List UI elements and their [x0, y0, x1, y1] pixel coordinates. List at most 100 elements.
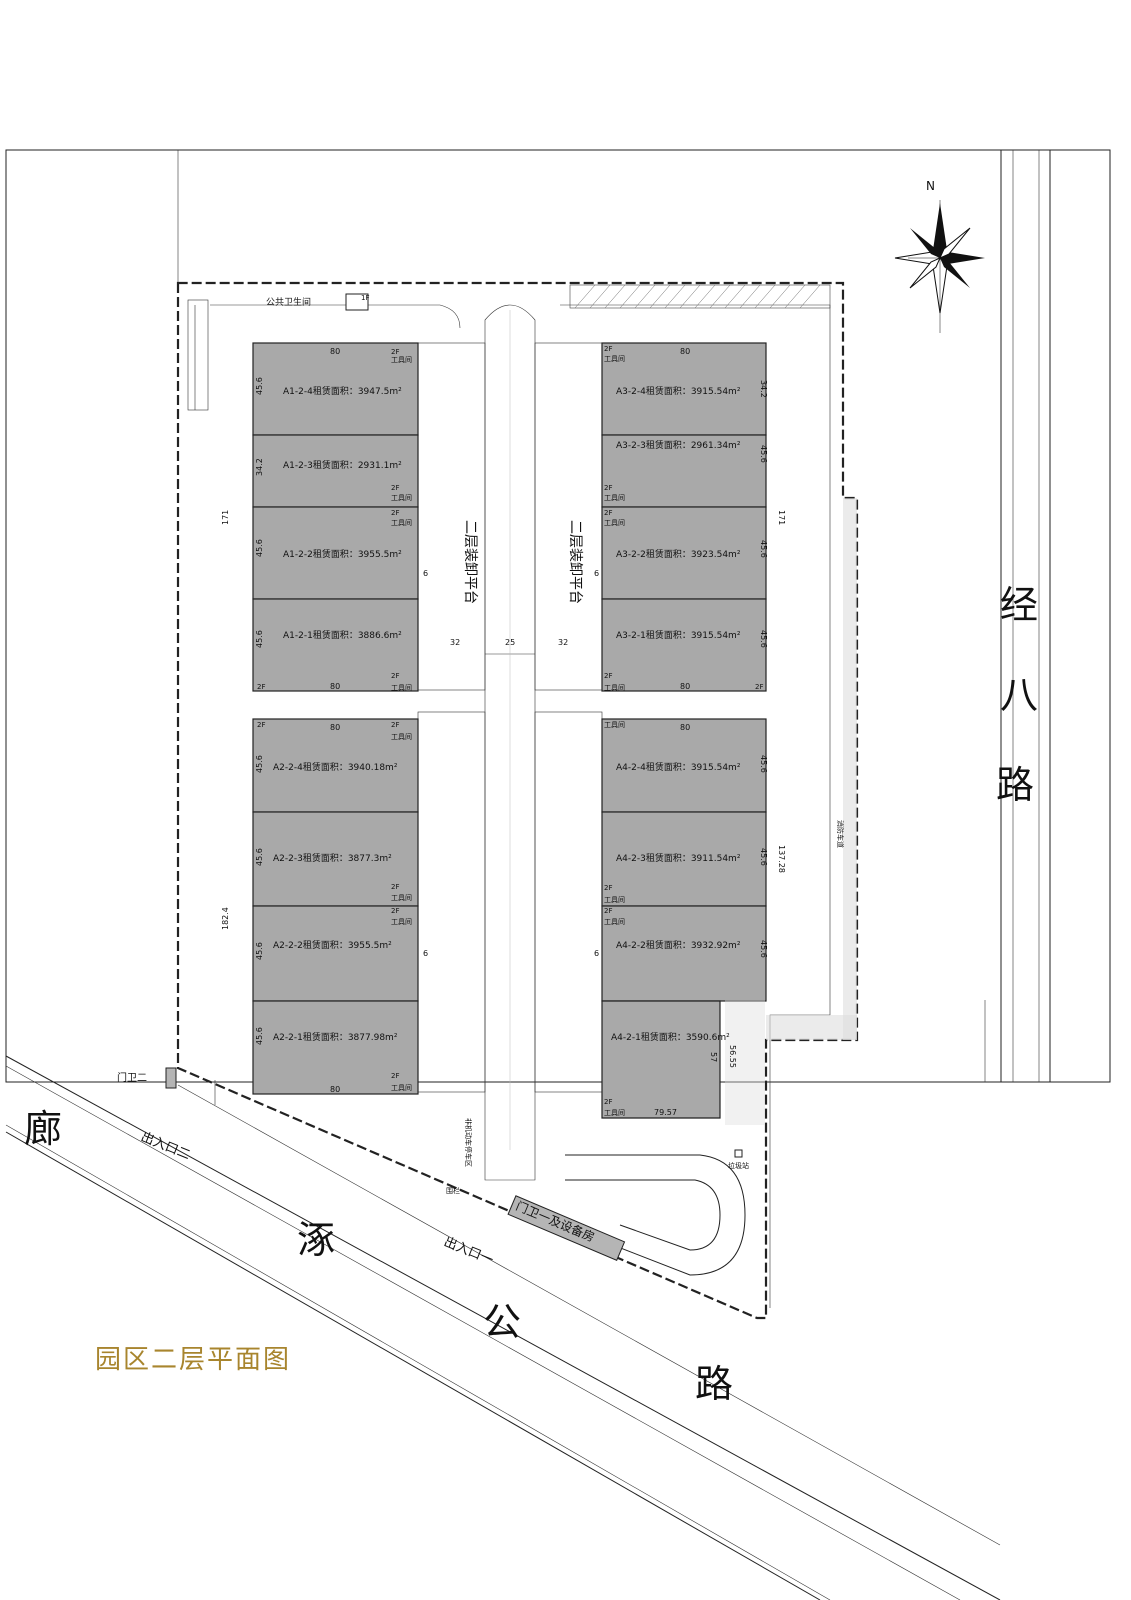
- dim-a4-top-width: 80: [680, 723, 690, 732]
- dim-a3-2-2-h: 45.6: [759, 540, 768, 558]
- svg-text:2F: 2F: [391, 348, 399, 356]
- svg-text:2F: 2F: [604, 484, 612, 492]
- unit-a3-2-1[interactable]: [601, 598, 767, 692]
- unit-a1-2-1[interactable]: [252, 598, 419, 692]
- svg-text:2F: 2F: [391, 721, 399, 729]
- compass-icon: [894, 200, 985, 333]
- block-a3: [601, 342, 767, 692]
- unit-label-a2-2-3: A2-2-3租赁面积：3877.3m²: [273, 852, 392, 864]
- garbage-station-icon: [734, 1149, 743, 1158]
- unit-a4-2-1[interactable]: [601, 1000, 721, 1119]
- unit-a2-2-1[interactable]: [252, 1000, 419, 1095]
- drawing-frame: [5, 149, 1111, 1083]
- dim-a1-2-1-h: 45.6: [255, 630, 264, 648]
- dim-a4-2-3-h: 45.6: [759, 848, 768, 866]
- unit-label-a3-2-1: A3-2-1租赁面积：3915.54m²: [616, 629, 741, 641]
- svg-text:工具间: 工具间: [604, 684, 625, 692]
- east-road-char-1: 经: [1000, 583, 1038, 627]
- unit-a3-2-3[interactable]: [601, 434, 767, 508]
- south-road-char-3: 公: [483, 1300, 521, 1344]
- turn-loop: [565, 1154, 746, 1276]
- hatched-zone: [569, 284, 831, 309]
- dim-a1-bottom-width: 80: [330, 682, 340, 691]
- dim-a2-2-4-h: 45.6: [255, 755, 264, 773]
- svg-text:工具间: 工具间: [391, 519, 412, 527]
- unit-label-a1-2-1: A1-2-1租赁面积：3886.6m²: [283, 629, 402, 641]
- unit-label-a4-2-2: A4-2-2租赁面积：3932.92m²: [616, 939, 741, 951]
- dim-a1-2-4-h: 45.6: [255, 377, 264, 395]
- dim-a3-2-3-h: 45.6: [759, 445, 768, 463]
- bike-parking-label: 非机动车停车区: [464, 1118, 473, 1167]
- svg-text:工具间: 工具间: [391, 1084, 412, 1092]
- unit-a4-2-4[interactable]: [601, 718, 767, 813]
- gate1-building[interactable]: [507, 1195, 626, 1261]
- svg-text:工具间: 工具间: [391, 894, 412, 902]
- dim-a2-bottom-width: 80: [330, 1085, 340, 1094]
- platform-right-lower: [534, 711, 603, 1093]
- unit-label-a2-2-2: A2-2-2租赁面积：3955.5m²: [273, 939, 392, 951]
- unit-a3-2-4[interactable]: [601, 342, 767, 436]
- garbage-label: 垃圾站: [728, 1161, 749, 1170]
- svg-text:工具间: 工具间: [391, 494, 412, 502]
- toilet-wing: [187, 299, 209, 411]
- svg-text:2F: 2F: [257, 721, 265, 729]
- unit-a2-2-3[interactable]: [252, 811, 419, 907]
- platform-right-label: 二层装卸平台: [567, 520, 583, 604]
- dim-a3-2-4-h: 34.2: [759, 380, 768, 398]
- dim-a1-2-2-h: 45.6: [255, 539, 264, 557]
- svg-text:2F: 2F: [391, 484, 399, 492]
- entrance2-label: 出入口二: [139, 1130, 193, 1163]
- toilet-building[interactable]: [345, 293, 369, 311]
- unit-a1-2-3[interactable]: [252, 434, 419, 508]
- south-road-char-1: 廊: [24, 1107, 62, 1151]
- svg-text:2F: 2F: [391, 509, 399, 517]
- unit-a3-2-2[interactable]: [601, 506, 767, 600]
- dim-a4-2-1-h2: 56.55: [728, 1045, 737, 1068]
- dim-a2-2-2-h: 45.6: [255, 942, 264, 960]
- dim-a3-top-width: 80: [680, 347, 690, 356]
- block-a2: [252, 718, 419, 1095]
- north-label: N: [926, 179, 935, 193]
- central-drive: [484, 304, 536, 1181]
- svg-text:2F: 2F: [604, 509, 612, 517]
- dim-left-bottom: 182.4: [221, 907, 230, 930]
- dim-left-top: 171: [221, 510, 230, 525]
- platform-left-lower: [417, 711, 486, 1093]
- unit-label-a2-2-1: A2-2-1租赁面积：3877.98m²: [273, 1031, 398, 1043]
- dim-right-top: 171: [777, 510, 786, 525]
- gate2-building[interactable]: [165, 1067, 177, 1089]
- svg-text:工具间: 工具间: [391, 918, 412, 926]
- inner-drive: [194, 304, 831, 1308]
- dim-a4-2-1-h: 57: [709, 1052, 718, 1062]
- unit-label-a4-2-3: A4-2-3租赁面积：3911.54m²: [616, 852, 741, 864]
- svg-text:2F: 2F: [604, 884, 612, 892]
- svg-text:工具间: 工具间: [391, 356, 412, 364]
- unit-a1-2-2[interactable]: [252, 506, 419, 600]
- svg-text:工具间: 工具间: [604, 918, 625, 926]
- unit-label-a3-2-4: A3-2-4租赁面积：3915.54m²: [616, 385, 741, 397]
- svg-text:2F: 2F: [257, 683, 265, 691]
- dim-right-bottom: 137.28: [777, 845, 786, 873]
- dim-a2-2-1-h: 45.6: [255, 1027, 264, 1045]
- tool-room-tags: 2F 工具间 2F 工具间 2F 工具间 2F 工具间 2F 工具间 2F 工具…: [257, 345, 763, 1117]
- south-road-char-2: 涿: [297, 1218, 335, 1262]
- svg-text:工具间: 工具间: [604, 519, 625, 527]
- dim-a2-top-width: 80: [330, 723, 340, 732]
- unit-label-a1-2-4: A1-2-4租赁面积：3947.5m²: [283, 385, 402, 397]
- svg-text:工具间: 工具间: [604, 896, 625, 904]
- toilet-label: 公共卫生间: [266, 296, 311, 308]
- fire-lane-label: 消防车道: [836, 820, 845, 848]
- east-road-char-3: 路: [996, 763, 1034, 807]
- svg-text:工具间: 工具间: [604, 1109, 625, 1117]
- unit-a1-2-4[interactable]: [252, 342, 419, 436]
- block-a1: [252, 342, 419, 692]
- unit-a2-2-2[interactable]: [252, 905, 419, 1002]
- dim-gap-6b: 6: [594, 569, 599, 578]
- unit-a4-2-2[interactable]: [601, 905, 767, 1002]
- site-fence: [176, 281, 859, 1320]
- dim-a4-2-4-h: 45.6: [759, 755, 768, 773]
- dim-a1-2-3-h: 34.2: [255, 458, 264, 476]
- svg-text:2F: 2F: [604, 672, 612, 680]
- dim-a4-2-2-h: 45.6: [759, 940, 768, 958]
